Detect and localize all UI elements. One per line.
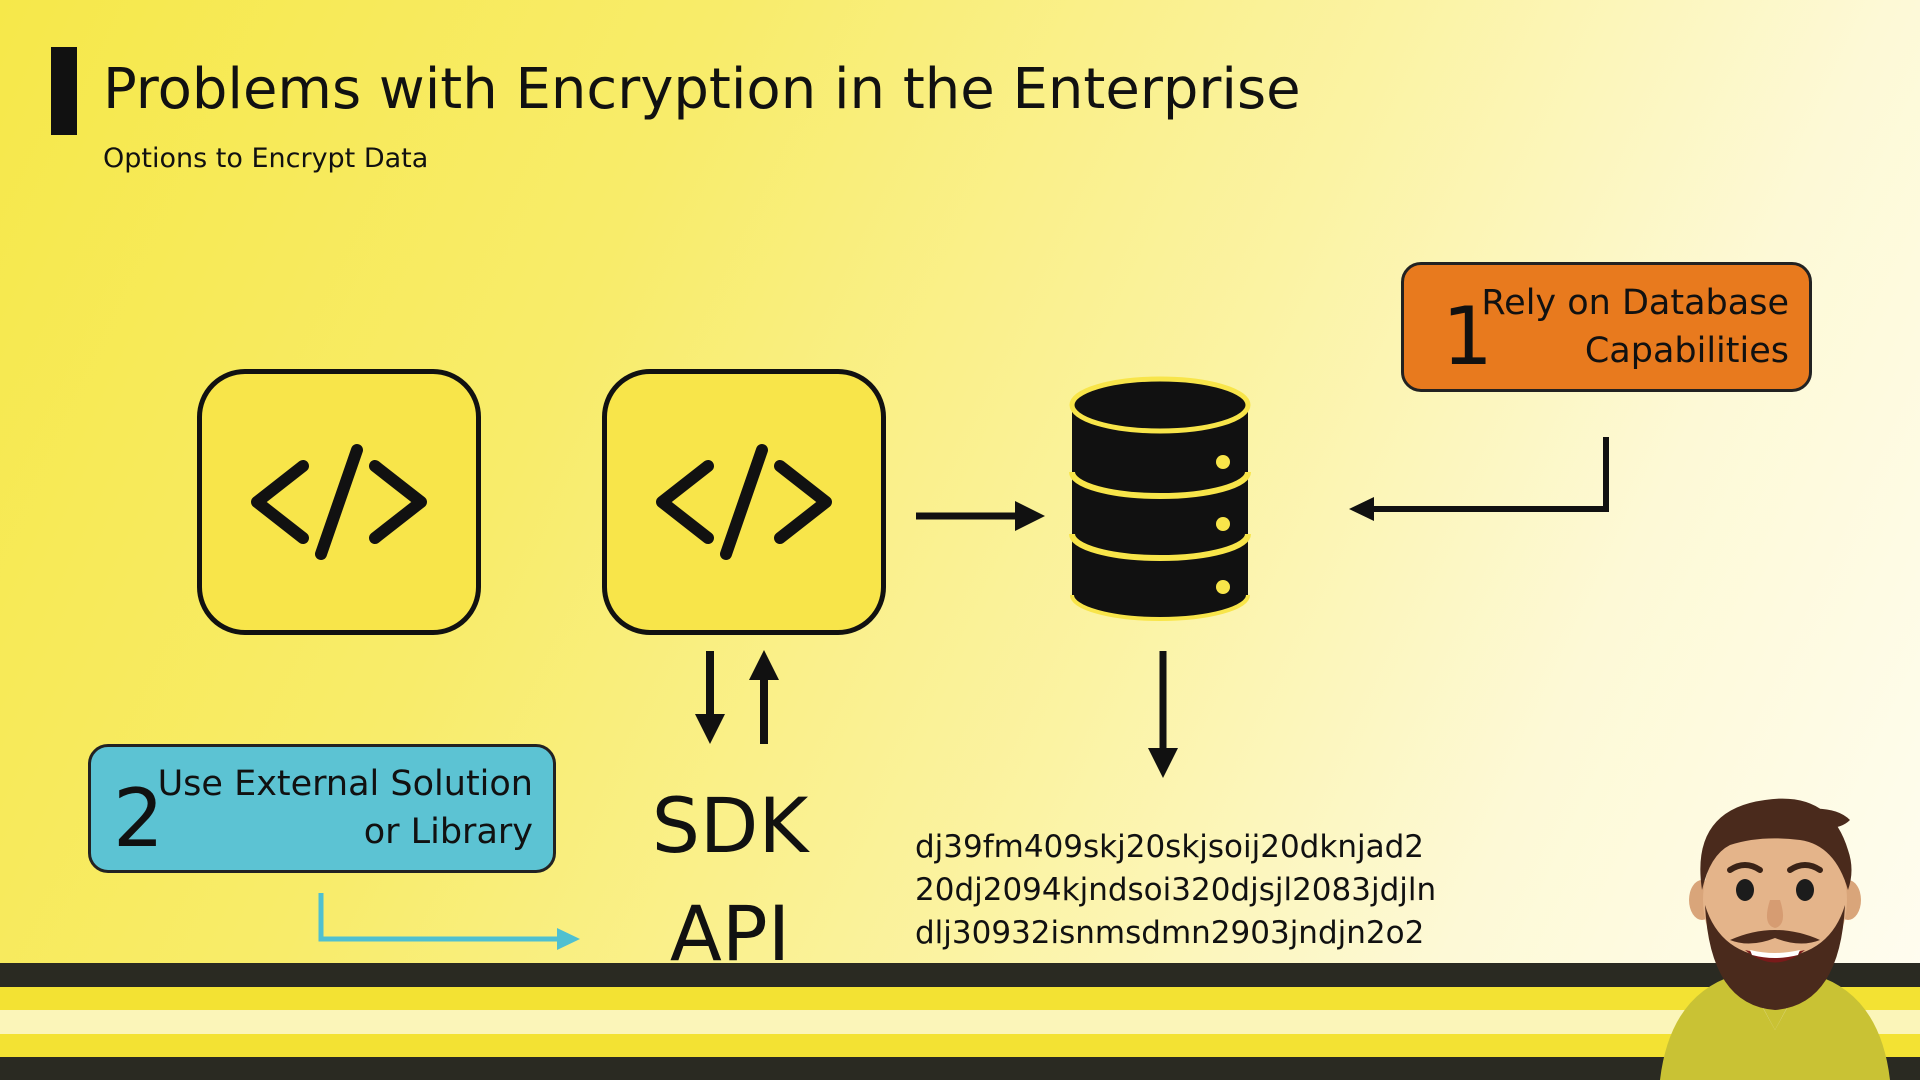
footer-stripe [0, 963, 1920, 987]
arrow-right-icon [916, 501, 1045, 531]
code-icon [656, 444, 832, 560]
ciphertext-line: 20dj2094kjndsoi320djsjl2083jdjln [915, 872, 1437, 908]
sdk-label: SDK [651, 781, 809, 870]
ciphertext-block: dj39fm409skj20skjsoij20dknjad2 20dj2094k… [915, 826, 1436, 955]
callout-label: Use External Solution or Library [158, 760, 533, 856]
ciphertext-line: dj39fm409skj20skjsoij20dknjad2 [915, 829, 1424, 865]
presenter-avatar [1660, 798, 1890, 1080]
callout-label: Rely on Database Capabilities [1481, 279, 1789, 375]
callout-label-line: Capabilities [1584, 331, 1789, 371]
arrow-up-icon [749, 650, 779, 744]
callout-database-capabilities: 1 Rely on Database Capabilities [1401, 262, 1812, 392]
ciphertext-line: dlj30932isnmsdmn2903jndjn2o2 [915, 915, 1425, 951]
code-icon [251, 444, 427, 560]
footer-stripe [0, 1057, 1920, 1080]
callout-number: 1 [1442, 290, 1493, 383]
callout-external-solution: 2 Use External Solution or Library [88, 744, 556, 873]
arrow-left-icon [1349, 437, 1609, 521]
code-box-client [197, 369, 481, 635]
callout-number: 2 [113, 772, 164, 865]
arrow-down-icon [1148, 651, 1178, 778]
arrow-down-icon [695, 651, 725, 744]
code-box-app [602, 369, 886, 635]
footer-stripe [0, 1010, 1920, 1034]
page-title: Problems with Encryption in the Enterpri… [103, 57, 1301, 122]
database-icon [1069, 376, 1251, 621]
callout-label-line: Use External Solution [157, 764, 533, 804]
footer-stripe [0, 987, 1920, 1010]
title-accent-bar [51, 47, 77, 135]
callout-label-line: or Library [363, 812, 533, 852]
page-subtitle: Options to Encrypt Data [103, 143, 429, 174]
arrow-right-icon [318, 893, 580, 950]
footer-stripe [0, 1034, 1920, 1057]
callout-label-line: Rely on Database [1481, 283, 1789, 323]
